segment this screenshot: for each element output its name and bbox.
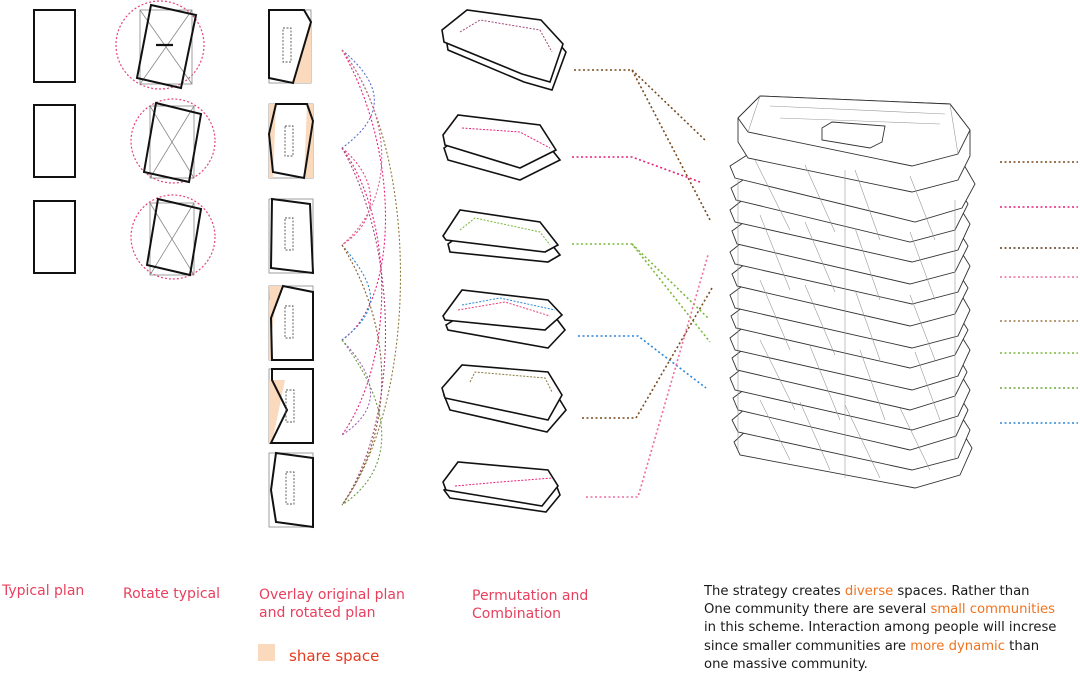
slab-pair-3 bbox=[442, 209, 562, 263]
description-line-4: since smaller communities are more dynam… bbox=[704, 638, 1040, 654]
caption-permutation-line1: Permutation and bbox=[472, 588, 589, 604]
overlay-plan-6 bbox=[268, 451, 314, 529]
overlay-plan-5 bbox=[268, 368, 314, 444]
caption-permutation-line2: Combination bbox=[472, 606, 562, 622]
slab-pair-4 bbox=[442, 289, 567, 349]
typical-plan-3 bbox=[33, 200, 76, 274]
description-line-3: in this scheme. Interaction among people… bbox=[704, 620, 1057, 636]
highlight-diverse: diverse bbox=[844, 584, 894, 599]
highlight-more-dynamic: more dynamic bbox=[910, 638, 1005, 654]
highlight-small-communities: small communities bbox=[930, 602, 1055, 618]
rotated-plan-2 bbox=[130, 98, 216, 184]
slab-pair-5 bbox=[441, 364, 567, 433]
permutation-slabs-column bbox=[441, 9, 567, 513]
caption-permutation: Permutation and Combination bbox=[472, 587, 588, 623]
typical-plan-2 bbox=[33, 104, 76, 178]
slab-pair-2 bbox=[442, 114, 562, 181]
description-line-5: one massive community. bbox=[704, 656, 868, 672]
caption-typical-plan: Typical plan bbox=[2, 583, 85, 599]
share-space-swatch bbox=[258, 644, 275, 661]
tower-axonometric bbox=[729, 95, 976, 489]
description-line-2: One community there are several small co… bbox=[704, 602, 1055, 618]
right-legend-lines bbox=[1000, 161, 1078, 424]
caption-overlay-line1: Overlay original plan bbox=[259, 587, 405, 603]
slab-pair-6 bbox=[442, 461, 561, 513]
connection-arcs bbox=[341, 49, 401, 506]
rotated-plans-column bbox=[115, 0, 216, 280]
strategy-description: The strategy creates diverse spaces. Rat… bbox=[704, 583, 1080, 674]
overlay-plan-1 bbox=[268, 9, 313, 85]
overlay-plans-column bbox=[267, 9, 315, 529]
caption-overlay-line2: and rotated plan bbox=[259, 605, 376, 621]
overlay-plan-2 bbox=[267, 103, 315, 180]
caption-overlay: Overlay original plan and rotated plan bbox=[259, 586, 405, 622]
typical-plan-1 bbox=[33, 9, 76, 83]
typical-plans-column bbox=[33, 9, 76, 274]
rotated-plan-3 bbox=[130, 194, 216, 280]
overlay-plan-4 bbox=[268, 284, 314, 361]
share-space-label: share space bbox=[289, 647, 380, 665]
slab-to-tower-connectors bbox=[572, 69, 713, 498]
overlay-plan-3 bbox=[268, 197, 315, 275]
tower-roof bbox=[737, 95, 971, 193]
slab-pair-1 bbox=[441, 9, 567, 91]
rotated-plan-1 bbox=[115, 0, 205, 90]
description-line-1: The strategy creates diverse spaces. Rat… bbox=[704, 584, 1030, 599]
caption-rotate-typical: Rotate typical bbox=[123, 586, 221, 602]
